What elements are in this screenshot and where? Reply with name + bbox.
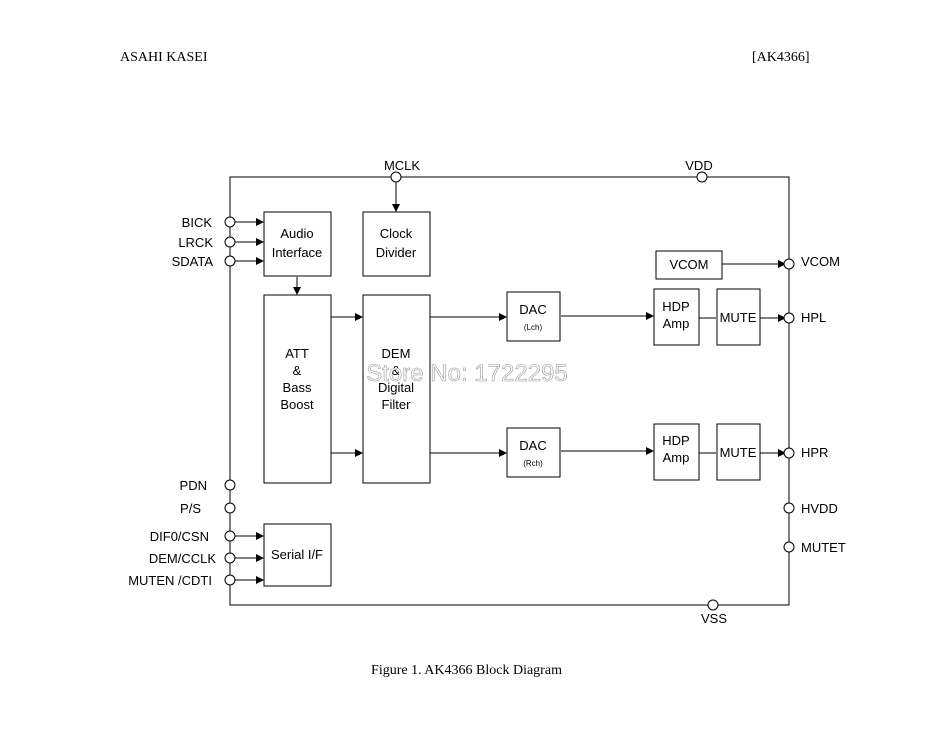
dem-digital-filter-block	[362, 294, 431, 484]
hdp-r-line2: Amp	[663, 450, 690, 465]
att-line3: Bass	[283, 380, 312, 395]
hdp-amp-l-block	[653, 288, 700, 346]
mute-l-label: MUTE	[720, 310, 757, 325]
vcom-pin-label: VCOM	[801, 254, 840, 269]
bick-pin	[224, 216, 236, 228]
serial-if-block	[263, 523, 332, 587]
hdp-amp-r-block	[653, 423, 700, 481]
ps-label: P/S	[180, 501, 201, 516]
bick-label: BICK	[182, 215, 213, 230]
hpr-label: HPR	[801, 445, 828, 460]
mute-l-block	[716, 288, 761, 346]
pin-circles	[224, 171, 795, 611]
mclk-label: MCLK	[384, 158, 420, 173]
sdata-label: SDATA	[172, 254, 214, 269]
pdn-label: PDN	[180, 478, 207, 493]
mute-r-block	[716, 423, 761, 481]
dem-line4: Filter	[382, 397, 412, 412]
att-bass-boost-block	[263, 294, 332, 484]
muten-pin	[224, 574, 236, 586]
ps-pin	[224, 502, 236, 514]
vdd-label: VDD	[685, 158, 712, 173]
dac-l-line1: DAC	[519, 302, 546, 317]
dac-l-block	[506, 291, 561, 342]
vcom-block	[655, 250, 723, 280]
figure-caption: Figure 1. AK4366 Block Diagram	[371, 663, 562, 678]
hdp-r-line1: HDP	[662, 433, 689, 448]
dem-cclk-label: DEM/CCLK	[149, 551, 217, 566]
audio-interface-line2: Interface	[272, 245, 323, 260]
clock-divider-line1: Clock	[380, 226, 413, 241]
header-part-number: [AK4366]	[752, 50, 810, 65]
dem-line2: &	[392, 363, 401, 378]
dac-l-line2: (Lch)	[524, 323, 543, 332]
dem-cclk-pin	[224, 552, 236, 564]
hdp-l-line1: HDP	[662, 299, 689, 314]
dac-r-block	[506, 427, 561, 478]
att-line2: &	[293, 363, 302, 378]
lrck-pin	[224, 236, 236, 248]
hpr-pin	[783, 447, 795, 459]
signal-lines	[235, 182, 786, 584]
clock-divider-block	[362, 211, 431, 277]
vss-pin	[707, 599, 719, 611]
dif0-pin	[224, 530, 236, 542]
pdn-pin	[224, 479, 236, 491]
dem-line1: DEM	[382, 346, 411, 361]
hvdd-pin	[783, 502, 795, 514]
serial-if-label: Serial I/F	[271, 547, 323, 562]
hpl-pin	[783, 312, 795, 324]
mutet-pin	[783, 541, 795, 553]
dac-r-line1: DAC	[519, 438, 546, 453]
hpl-label: HPL	[801, 310, 826, 325]
vcom-block-label: VCOM	[670, 257, 709, 272]
dem-line3: Digital	[378, 380, 414, 395]
dac-r-line2: (Rch)	[523, 459, 543, 468]
dif0-label: DIF0/CSN	[150, 529, 209, 544]
vss-label: VSS	[701, 611, 727, 626]
vcom-pin	[783, 258, 795, 270]
store-watermark: Store No: 1722295	[366, 360, 567, 387]
audio-interface-block	[263, 211, 332, 277]
clock-divider-line2: Divider	[376, 245, 417, 260]
mutet-label: MUTET	[801, 540, 846, 555]
muten-label: MUTEN /CDTI	[128, 573, 212, 588]
chip-outline	[229, 176, 790, 606]
header-company: ASAHI KASEI	[120, 50, 208, 65]
vdd-pin	[696, 171, 708, 183]
hvdd-label: HVDD	[801, 501, 838, 516]
att-line4: Boost	[280, 397, 314, 412]
mclk-pin	[390, 171, 402, 183]
sdata-pin	[224, 255, 236, 267]
mute-r-label: MUTE	[720, 445, 757, 460]
att-line1: ATT	[285, 346, 309, 361]
audio-interface-line1: Audio	[280, 226, 313, 241]
hdp-l-line2: Amp	[663, 316, 690, 331]
lrck-label: LRCK	[178, 235, 213, 250]
